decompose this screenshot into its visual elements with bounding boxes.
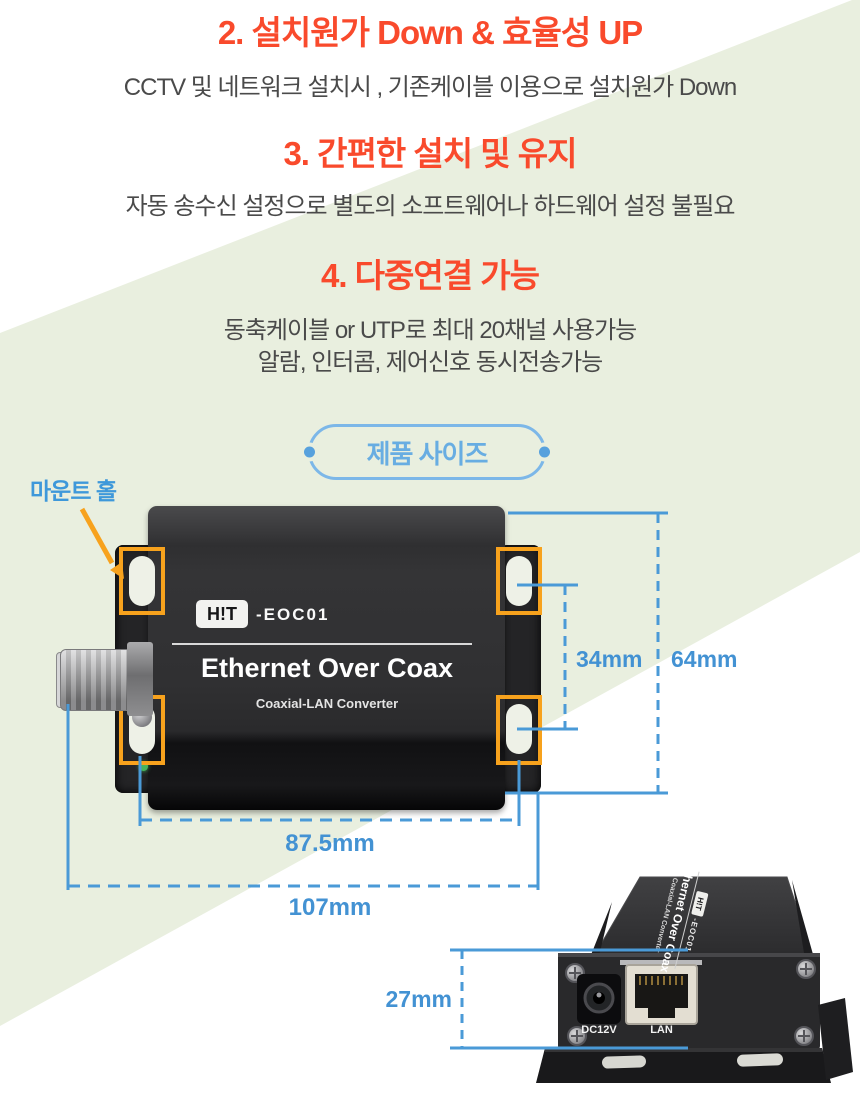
badge-dot-right xyxy=(539,446,550,458)
lan-port-label: LAN xyxy=(650,1024,673,1036)
section-2-body: CCTV 및 네트워크 설치시 , 기존케이블 이용으로 설치원가 Down xyxy=(123,74,737,101)
device-title: Ethernet Over Coax xyxy=(200,653,454,683)
dimension-64mm: 64mm xyxy=(671,646,738,672)
mount-hole-highlight-top-left xyxy=(119,547,165,615)
device-subtitle: Coaxial-LAN Converter xyxy=(255,696,399,711)
mount-hole-top-left xyxy=(129,556,155,606)
mount-hole-highlight-top-right xyxy=(496,547,542,615)
badge-label: 제품 사이즈 xyxy=(366,438,489,469)
badge-dot-left xyxy=(304,446,315,458)
status-led xyxy=(139,762,148,771)
bnc-connector xyxy=(60,649,130,711)
dimension-27mm: 27mm xyxy=(385,986,452,1012)
section-4-heading: 4. 다중연결 가능 xyxy=(320,257,540,294)
section-4-body-line2: 알람, 인터콤, 제어신호 동시전송가능 xyxy=(257,349,604,376)
dimension-107mm: 107mm xyxy=(288,894,372,921)
section-3-body: 자동 송수신 설정으로 별도의 소프트웨어나 하드웨어 설정 불필요 xyxy=(125,193,736,220)
section-4-body-line1: 동축케이블 or UTP로 최대 20채널 사용가능 xyxy=(223,317,638,344)
product-size-badge: 제품 사이즈 xyxy=(304,424,550,480)
faceplate-divider xyxy=(172,643,472,645)
device-front-body xyxy=(148,506,505,810)
dimension-34mm: 34mm xyxy=(576,646,643,672)
mount-hole-top-right xyxy=(506,556,532,606)
dc12v-port-label: DC12V xyxy=(581,1024,617,1036)
brand-logo: H!T xyxy=(196,600,248,628)
bnc-connector-nut xyxy=(127,642,153,716)
mount-hole-label: 마운트 홀 xyxy=(30,478,117,504)
rear-top-faceplate: H!T -EOC01 Ethernet Over Coax Coaxial-LA… xyxy=(624,848,716,984)
dimension-87-5mm: 87.5mm xyxy=(285,830,375,857)
section-3-heading: 3. 간편한 설치 및 유지 xyxy=(283,135,577,172)
model-number: -EOC01 xyxy=(256,605,330,624)
section-2-heading: 2. 설치원가 Down & 효율성 UP xyxy=(217,14,643,51)
